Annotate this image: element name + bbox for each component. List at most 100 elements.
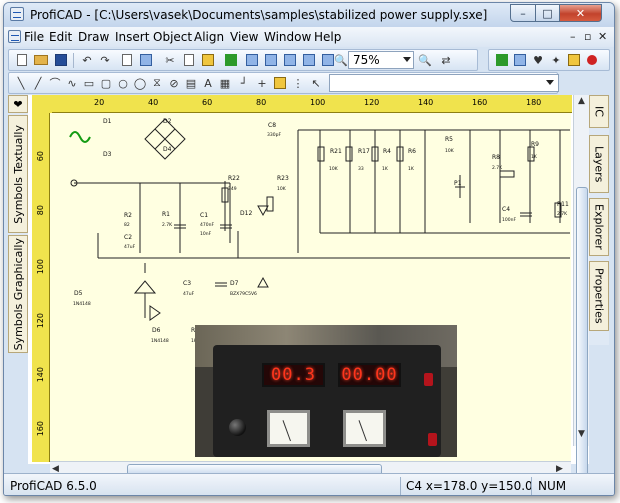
print-preview-icon[interactable] (119, 52, 135, 68)
new-icon[interactable] (14, 52, 30, 68)
schematic-wires (74, 129, 570, 259)
table-tool-icon[interactable]: ▦ (219, 76, 231, 90)
align-right-icon[interactable] (282, 52, 298, 68)
ruler-label-100: 100 (310, 98, 326, 107)
yellow-tool-icon[interactable] (566, 52, 582, 68)
mdi-restore-button[interactable]: ▫ (584, 30, 592, 43)
mdi-minimize-button[interactable]: – (570, 30, 576, 43)
align-top-icon[interactable] (301, 52, 317, 68)
label-tool-icon[interactable] (272, 75, 288, 91)
scroll-right-arrow[interactable]: ▶ (556, 464, 563, 474)
menu-edit[interactable]: Edit (49, 30, 73, 44)
component-leads (133, 181, 239, 318)
red-tool-icon[interactable] (584, 52, 600, 68)
heart-icon[interactable]: ♥ (533, 53, 543, 67)
text-tool-icon[interactable]: A (204, 76, 212, 90)
zoom-in-icon[interactable]: 🔍 (334, 53, 348, 67)
zoom-out-icon[interactable]: 🔍 (418, 53, 432, 67)
status-separator (531, 477, 532, 495)
tab-layers[interactable]: Layers (589, 135, 609, 193)
polyline-tool-icon[interactable]: ∿ (67, 76, 77, 90)
ellipse-tool-icon[interactable]: ○ (118, 76, 128, 90)
undo-icon[interactable]: ↶ (82, 53, 92, 67)
align-bottom-icon[interactable] (320, 52, 336, 68)
minimize-button[interactable]: – (510, 4, 536, 22)
menu-insert[interactable]: Insert (115, 30, 150, 44)
redo-icon[interactable]: ↷ (100, 53, 110, 67)
heart-panel-icon[interactable]: ❤ (8, 95, 28, 113)
tab-explorer[interactable]: Explorer (589, 198, 609, 256)
menu-align[interactable]: Align (194, 30, 225, 44)
cut-icon[interactable]: ✂ (165, 53, 175, 67)
potentiometer-shape (455, 175, 465, 198)
junction-tool-icon[interactable]: + (257, 76, 267, 90)
rounded-rect-tool-icon[interactable]: ▢ (100, 76, 112, 90)
arc-tool-icon[interactable]: ╱ (34, 76, 42, 90)
align-center-icon[interactable] (263, 52, 279, 68)
power-supply-front-panel: 00.3 00.00 (213, 345, 441, 457)
copy-icon[interactable] (181, 52, 197, 68)
line-tool-icon[interactable]: ╲ (17, 76, 25, 90)
schematic-label: D7 (230, 280, 239, 287)
voltmeter (267, 410, 310, 447)
schematic-value: BZX79C5V6 (230, 291, 257, 297)
maximize-button[interactable]: □ (535, 4, 560, 22)
schematic-label: D12 (240, 210, 252, 217)
open-icon[interactable] (33, 52, 49, 68)
hourglass-tool-icon[interactable]: ⧖ (153, 76, 161, 89)
resistor-shape (221, 187, 229, 203)
chevron-down-icon[interactable] (546, 80, 554, 85)
close-button[interactable]: ✕ (559, 4, 602, 22)
schematic-value: 349 (228, 186, 237, 192)
wizard-icon[interactable]: ✦ (551, 53, 561, 67)
symbol-tool-icon[interactable] (494, 52, 510, 68)
curve-tool-icon[interactable]: ⌒ (49, 77, 61, 90)
tab-properties[interactable]: Properties (589, 261, 609, 331)
layer-select[interactable] (329, 74, 559, 92)
save-icon[interactable] (53, 52, 69, 68)
swap-icon[interactable]: ⇄ (441, 53, 451, 67)
mdi-close-button[interactable]: ✕ (598, 30, 608, 43)
schematic-value: 1K (191, 338, 198, 344)
zoom-select[interactable]: 75% (348, 51, 414, 69)
schematic-value: 100nF (502, 217, 516, 223)
cross-tool-icon[interactable]: ⊘ (169, 76, 179, 90)
color-picker-icon[interactable] (223, 52, 239, 68)
menu-draw[interactable]: Draw (78, 30, 110, 44)
scroll-up-arrow[interactable]: ▲ (578, 96, 585, 106)
schematic-drawing[interactable]: D1 D2 D3 D4 C8 R21 R17 R4 R6 R5 R8 R9 R1… (50, 113, 571, 462)
align-left-icon[interactable] (244, 52, 260, 68)
menu-file[interactable]: File (24, 30, 45, 44)
main-toolbar: ↶ ↷ ✂ 🔍 75% 🔍 ⇄ (8, 49, 478, 71)
main-window: ProfiCAD - [C:\Users\vasek\Documents\sam… (3, 2, 615, 496)
vertical-scrollbar[interactable]: ▲ ▼ (573, 95, 589, 482)
circle-tool-icon[interactable]: ◯ (133, 76, 147, 90)
menu-object[interactable]: Object (153, 30, 193, 44)
tab-symbols-textually[interactable]: Symbols Textually (8, 115, 28, 233)
schematic-label: C8 (268, 122, 276, 129)
tab-symbols-graphically[interactable]: Symbols Graphically (8, 235, 28, 353)
scroll-left-arrow[interactable]: ◀ (52, 464, 59, 474)
wire-tool-icon[interactable]: ┘ (240, 76, 248, 90)
schematic-value: 1N4148 (73, 301, 91, 307)
paste-icon[interactable] (200, 52, 216, 68)
schematic-value: 33 (358, 166, 364, 172)
menu-help[interactable]: Help (314, 30, 342, 44)
tab-ic[interactable]: IC (589, 95, 609, 128)
chevron-down-icon[interactable] (403, 57, 411, 62)
select-arrow-icon[interactable]: ↖ (311, 76, 321, 90)
resistor-shape (396, 146, 404, 162)
rectangle-tool-icon[interactable]: ▭ (83, 76, 95, 90)
schematic-label: R23 (277, 175, 289, 182)
print-icon[interactable] (138, 52, 154, 68)
hatch-tool-icon[interactable]: ▤ (185, 76, 197, 90)
symbol-toolbar: ♥ ✦ (488, 49, 610, 71)
scroll-down-arrow[interactable]: ▼ (578, 429, 585, 439)
symbol-tool-2-icon[interactable] (512, 52, 528, 68)
menu-window[interactable]: Window (264, 30, 312, 44)
menu-view[interactable]: View (230, 30, 259, 44)
align-icon (246, 54, 258, 66)
pin-tool-icon[interactable]: ⋮ (292, 76, 304, 90)
schematic-label: R8 (492, 154, 500, 161)
